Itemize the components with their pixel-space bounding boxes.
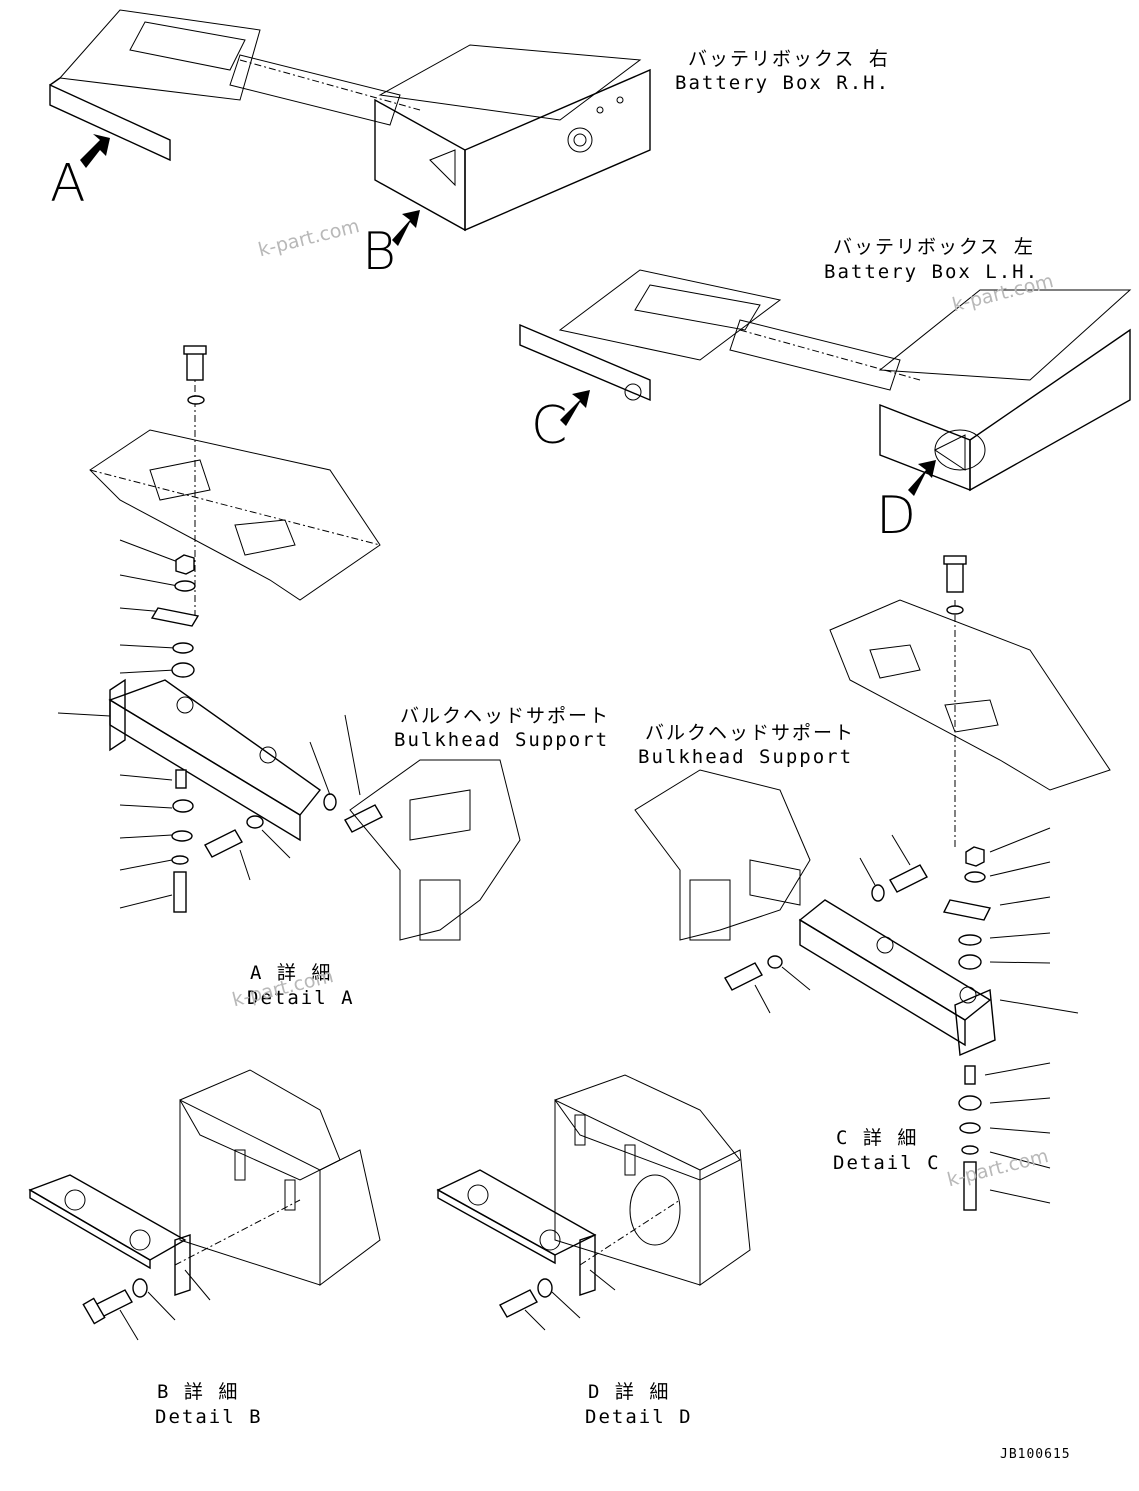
detail-c-label-jp: C 詳 細 [836,1127,919,1149]
detail-a-label-en: Detail A [247,987,355,1009]
battery-box-rh-label-en: Battery Box R.H. [675,72,891,94]
bulkhead-support-c-label-en: Bulkhead Support [638,746,854,768]
bulkhead-support-a-label-en: Bulkhead Support [394,729,610,751]
bulkhead-support-c-label-jp: バルクヘッドサポート [645,722,856,744]
detail-a-label-jp: A 詳 細 [250,962,333,984]
detail-b-drawing [28,1069,381,1341]
view-letter-c: C [531,396,568,456]
battery-box-lh-label-jp: バッテリボックス 左 [833,236,1035,258]
view-letter-a: A [50,154,86,214]
battery-box-lh-label-en: Battery Box L.H. [824,261,1040,283]
bulkhead-support-a-label-jp: バルクヘッドサポート [400,705,611,727]
arrow-d [908,460,936,496]
view-letter-b: B [362,222,397,282]
detail-b-label-en: Detail B [155,1406,263,1428]
detail-d-label-en: Detail D [585,1406,693,1428]
detail-b-label-jp: B 詳 細 [157,1381,240,1403]
arrow-c [560,390,590,426]
battery-box-rh-drawing [49,9,651,246]
arrow-b [392,210,420,246]
battery-box-rh-label-jp: バッテリボックス 右 [688,48,890,70]
detail-d-label-jp: D 詳 細 [588,1381,671,1403]
view-letter-d: D [876,486,917,546]
detail-c-drawing [634,555,1111,1211]
battery-box-lh-drawing [519,269,1132,496]
detail-d-drawing [436,1074,751,1331]
drawing-code: JB100615 [1000,1447,1071,1462]
arrow-a [80,134,110,168]
detail-a-drawing [57,345,521,941]
detail-c-label-en: Detail C [833,1152,941,1174]
